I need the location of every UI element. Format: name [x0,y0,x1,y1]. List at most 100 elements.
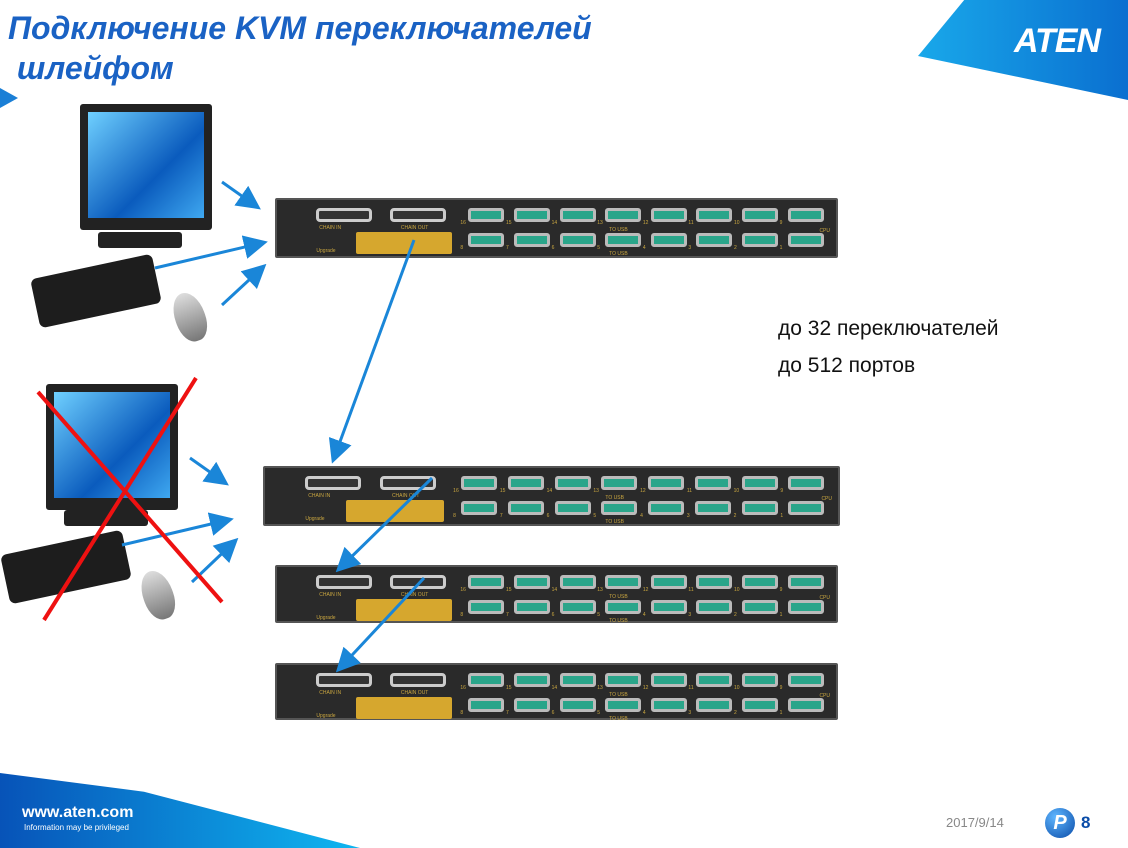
kvm-port [650,575,687,589]
to-usb-label: TO USB [609,251,628,257]
port-number: 16 [460,587,466,593]
kvm-port [742,600,779,614]
kvm-port [507,501,544,515]
kvm-port [507,476,544,490]
kvm-port [787,208,824,222]
kvm-port [650,698,687,712]
port-number: 1 [779,612,783,618]
kvm-port [696,698,733,712]
kvm-port [605,698,642,712]
cpu-label: CPU [821,496,832,502]
kvm-port [554,501,591,515]
port-number: 5 [597,612,600,618]
chain-out-label: CHAIN OUT [400,225,429,231]
upgrade-label: Upgrade [316,615,336,621]
port-number: 15 [499,488,506,494]
kvm-port [648,476,685,490]
to-usb-label: TO USB [605,519,624,525]
kvm-port [601,476,638,490]
kvm-port [514,208,551,222]
kvm-port [559,575,596,589]
port-number: 11 [688,220,694,226]
cpu-label: CPU [819,595,830,601]
port-number: 7 [506,612,509,618]
monitor [80,104,212,230]
kvm-port [696,575,733,589]
kvm-port [650,208,687,222]
kvm-port [468,673,505,687]
kvm-port [559,208,596,222]
kvm-port [696,600,733,614]
kvm-port [742,673,779,687]
kvm-port [742,208,779,222]
kvm-port [468,600,505,614]
port-number: 14 [546,488,553,494]
kvm-port [514,698,551,712]
kvm-port [696,208,733,222]
chain-in-label: CHAIN IN [319,225,342,231]
port-number: 9 [779,220,783,226]
kvm-port [461,501,498,515]
chain-in-port [305,476,362,490]
cpu-label: CPU [819,693,830,699]
port-number: 3 [686,513,690,519]
port-number: 12 [640,488,646,494]
port-number: 15 [506,587,512,593]
port-number: 9 [779,685,783,691]
port-number: 4 [642,710,646,716]
kvm-port [787,575,824,589]
aten-logo: ATEN [1013,22,1101,60]
kvm-port [559,673,596,687]
port-number: 16 [460,685,466,691]
kvm-port [468,698,505,712]
port-number: 1 [780,513,784,519]
port-number: 7 [499,513,503,519]
port-number: 3 [688,612,692,618]
port-number: 10 [734,685,740,691]
to-usb-label: TO USB [609,692,628,698]
port-number: 8 [460,612,464,618]
kvm-port [605,208,642,222]
kvm-port [461,476,498,490]
console-panel [345,500,444,522]
website-link[interactable]: www.aten.com [22,804,134,821]
kvm-port [650,600,687,614]
port-number: 5 [597,710,600,716]
info-ports: до 512 портов [778,354,916,377]
info-switches: до 32 переключателей [778,317,999,340]
port-number: 8 [460,245,464,251]
chain-out-port [389,673,446,687]
cross-mark [36,376,224,622]
port-number: 10 [734,587,740,593]
title-line-1: Подключение KVM переключателей [8,10,592,46]
console-panel [355,697,452,719]
kvm-port [559,600,596,614]
kvm-port [696,673,733,687]
port-number: 11 [686,488,693,494]
port-number: 1 [779,710,783,716]
port-number: 2 [734,245,737,251]
chain-out-label: CHAIN OUT [391,493,420,499]
port-number: 10 [733,488,740,494]
kvm-port [605,233,642,247]
to-usb-label: TO USB [609,227,628,233]
port-number: 12 [642,685,649,691]
kvm-port [514,673,551,687]
kvm-port [468,233,505,247]
kvm-port [787,698,824,712]
port-number: 13 [593,488,599,494]
port-number: 9 [780,488,784,494]
kvm-port [741,476,778,490]
kvm-port [601,501,638,515]
kvm-port [742,575,779,589]
port-number: 12 [642,587,649,593]
kvm-port [514,575,551,589]
port-number: 12 [642,220,649,226]
port-number: 15 [506,685,512,691]
port-number: 1 [779,245,783,251]
page-number: 8 [1081,813,1091,832]
slide-title: Подключение KVM переключателей шлейфом [8,8,592,88]
